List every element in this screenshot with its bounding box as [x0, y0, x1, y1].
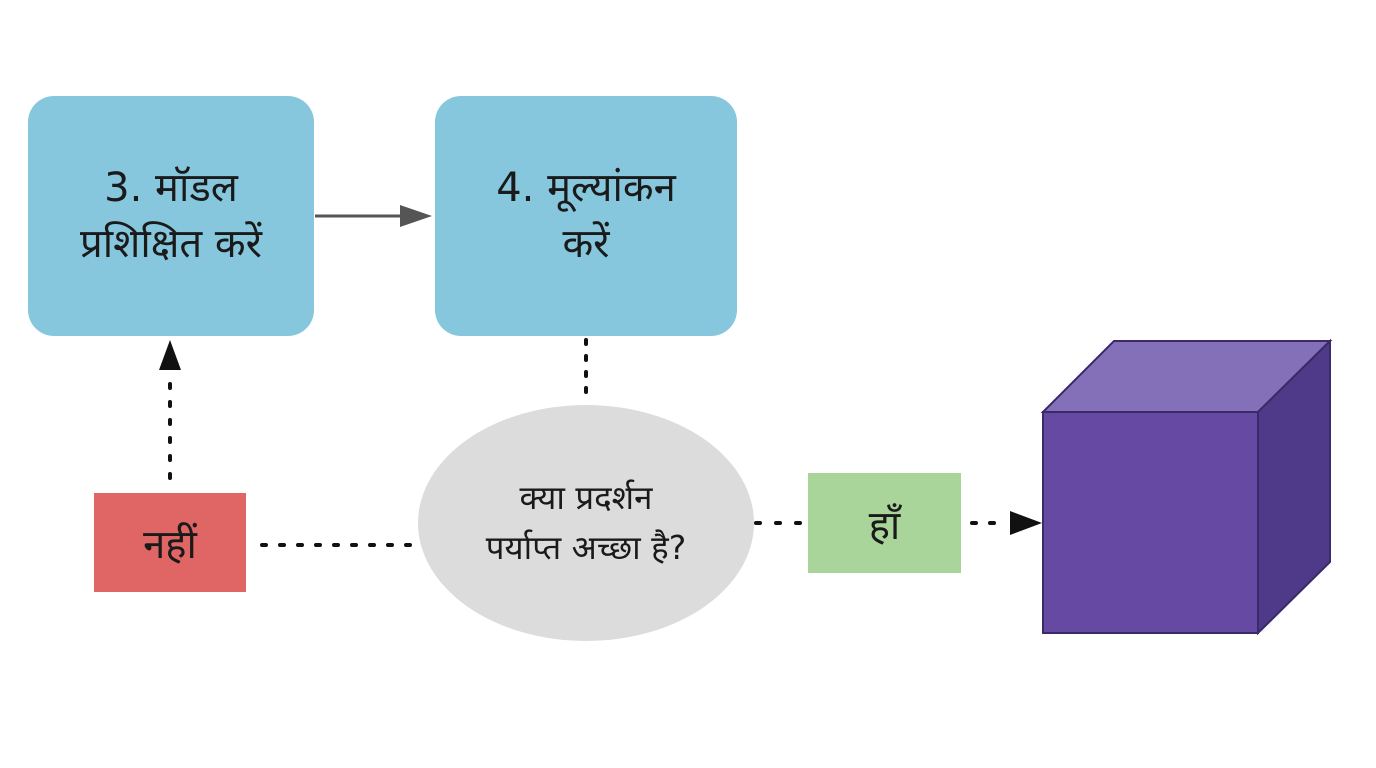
decision-node: क्या प्रदर्शन पर्याप्त अच्छा है?: [418, 405, 754, 641]
evaluate-line2: करें: [562, 221, 610, 267]
arrow-no-to-train: [159, 340, 181, 480]
decision-line2: पर्याप्त अच्छा है?: [485, 528, 687, 567]
arrow-yes-to-cube: [970, 511, 1042, 535]
cube-icon: [1040, 338, 1333, 636]
decision-line1: क्या प्रदर्शन: [519, 478, 653, 517]
train-model-line1: 3. मॉडल: [104, 165, 238, 211]
no-node: नहीं: [94, 493, 246, 592]
train-model-node: 3. मॉडल प्रशिक्षित करें: [28, 96, 314, 336]
no-label: नहीं: [143, 522, 197, 568]
yes-label: हाँ: [868, 502, 901, 549]
train-model-line2: प्रशिक्षित करें: [80, 221, 262, 267]
arrow-train-to-evaluate: [315, 205, 432, 227]
evaluate-node: 4. मूल्यांकन करें: [435, 96, 737, 336]
yes-node: हाँ: [808, 473, 961, 573]
evaluate-line1: 4. मूल्यांकन: [496, 165, 676, 211]
